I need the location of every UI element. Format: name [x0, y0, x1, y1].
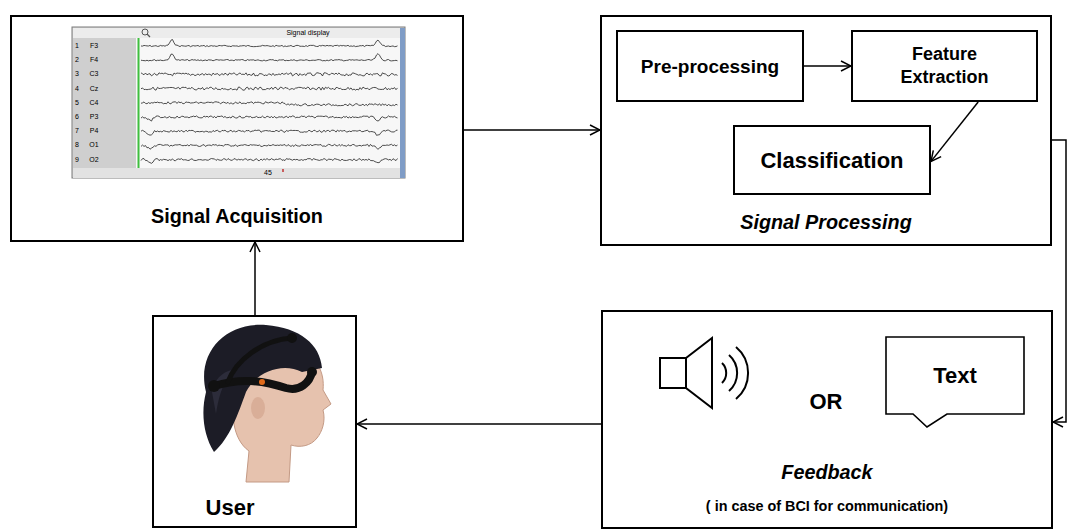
time-label: 45	[264, 169, 272, 177]
channel-name: C4	[90, 99, 99, 107]
scroll-bar	[400, 28, 405, 178]
eeg-trace	[141, 73, 398, 76]
eeg-trace	[141, 54, 398, 61]
time-tick	[282, 169, 284, 172]
electrode	[307, 367, 317, 377]
eeg-trace	[141, 40, 398, 47]
user-illustration	[203, 325, 331, 482]
channel-name: Cz	[90, 85, 99, 93]
channel-name: P4	[90, 127, 99, 135]
channel-number: 7	[75, 127, 79, 135]
feedback-panel: TextFeedback ( in case of BCI for communi…	[601, 310, 1053, 529]
panel-title: Signal Processing	[602, 208, 1050, 237]
process-box: Classification	[733, 125, 931, 195]
plot-area	[136, 38, 400, 168]
screen-header	[73, 28, 400, 38]
channel-number: 5	[75, 99, 79, 107]
channel-column	[73, 38, 136, 168]
flow-arrow	[931, 102, 978, 161]
time-axis	[73, 168, 400, 178]
ear	[251, 397, 265, 419]
electrode	[287, 333, 297, 343]
channel-name: O2	[89, 156, 98, 164]
electrode	[208, 380, 220, 392]
hair	[203, 325, 322, 452]
box-label: Feature Extraction	[880, 43, 1010, 89]
panel-note: ( in case of BCI for communication)	[603, 496, 1051, 517]
headset-arm	[228, 338, 292, 382]
channel-number: 3	[75, 70, 79, 78]
process-box: Feature Extraction	[851, 30, 1038, 102]
speaker-cone	[686, 338, 712, 408]
process-box: Pre-processing	[616, 30, 804, 102]
or-label: OR	[810, 389, 843, 415]
eeg-trace	[141, 102, 398, 106]
eeg-screenshot	[72, 27, 405, 178]
screen-title: Signal display	[286, 29, 329, 37]
box-label: Classification	[760, 146, 903, 175]
channel-number: 1	[75, 42, 79, 50]
sound-wave	[736, 347, 748, 399]
speaker-body	[660, 358, 686, 388]
flow-arrow	[464, 129, 600, 131]
processing-panel: Pre-processing Feature ExtractionClassifi…	[600, 15, 1052, 246]
eeg-trace	[141, 144, 398, 149]
user-panel: User	[152, 315, 357, 528]
speaker-icon	[660, 338, 748, 408]
channel-name: P3	[90, 113, 99, 121]
channel-name: C3	[90, 70, 99, 78]
flow-arrow	[254, 242, 256, 315]
flow-arrow	[804, 65, 851, 67]
eeg-traces	[141, 40, 398, 164]
box-label: Pre-processing	[641, 54, 779, 79]
panel-title: Signal Acquisition	[12, 202, 462, 231]
channel-number: 2	[75, 56, 79, 64]
flow-arrow	[357, 423, 601, 425]
channel-name: O1	[89, 141, 98, 149]
time-cursor	[138, 38, 140, 168]
channel-number: 9	[75, 156, 79, 164]
channel-name: F3	[90, 42, 98, 50]
box-label: Text	[933, 361, 977, 390]
channel-number: 8	[75, 141, 79, 149]
sound-wave	[722, 363, 726, 383]
panel-title: Feedback	[603, 458, 1051, 487]
eeg-trace	[141, 87, 398, 90]
flow-arrow	[1052, 140, 1066, 422]
eeg-trace	[141, 159, 398, 164]
text-callout: Text	[885, 336, 1025, 428]
eeg-trace	[141, 116, 398, 121]
sound-wave	[729, 355, 737, 391]
channel-name: F4	[90, 56, 98, 64]
channel-number: 4	[75, 85, 79, 93]
headset-light	[259, 379, 265, 385]
callout-outline	[886, 337, 1024, 427]
magnifier-icon	[147, 34, 150, 37]
channel-number: 6	[75, 113, 79, 121]
eeg-trace	[141, 130, 398, 135]
panel-title: User	[188, 493, 272, 522]
screen-frame	[72, 27, 405, 178]
